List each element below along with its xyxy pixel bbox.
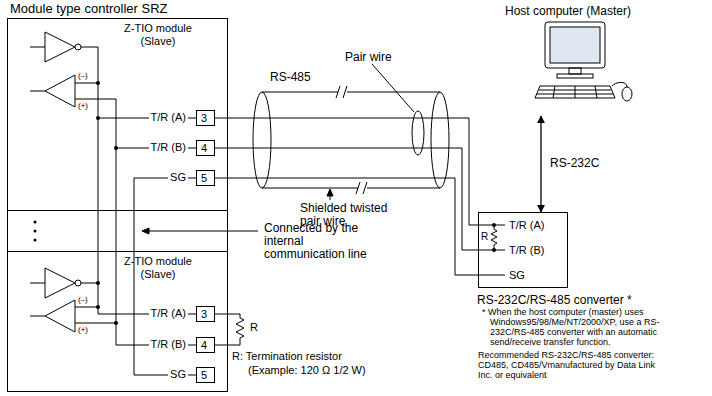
- signal-name: T/R (A): [149, 307, 188, 320]
- footnote: * When the host computer (master) uses W…: [482, 307, 687, 347]
- receiver-amplifier-part: [30, 307, 116, 323]
- driver-amplifier-part: [30, 47, 98, 48]
- signal-name: T/R (B): [149, 141, 188, 154]
- driver-amplifier-part: [75, 280, 81, 286]
- polarity-mark: (+): [78, 325, 88, 335]
- terminal-box: 4: [196, 140, 215, 156]
- terminal-number: 4: [197, 338, 211, 352]
- computer-icon: [535, 22, 632, 101]
- note-text: (Example: 120 Ω 1/2 W): [248, 364, 366, 377]
- leader-arrow-part: [327, 189, 333, 196]
- driver-amplifier-part: [45, 32, 75, 62]
- module-box: Z-TIO module (Slave) 3 4 5: [7, 251, 228, 392]
- junction-dot-part: [96, 81, 100, 85]
- computer-icon-part: [622, 87, 632, 101]
- signal-name: SG: [168, 368, 188, 381]
- terminal-name: SG: [509, 269, 525, 282]
- converter-box: T/R (A)T/R (B)SGRS-232C/RS-485 converter…: [478, 212, 568, 288]
- junction-dot-part: [114, 146, 118, 150]
- receiver-amplifier-part: [30, 83, 116, 99]
- driver-amplifier-part: [30, 283, 98, 284]
- terminal-box: 5: [196, 170, 215, 186]
- ellipsis-dots-part: [34, 230, 37, 233]
- terminal-box: 4: [196, 337, 215, 353]
- shielded-cable-part: [356, 182, 367, 194]
- converter-terminal-wire-part: [478, 225, 505, 275]
- signal-name: SG: [168, 171, 188, 184]
- junction-dot-part: [114, 321, 118, 325]
- receiver-amplifier: [30, 75, 116, 332]
- driver-amplifier-part: [75, 44, 81, 50]
- module-title: Z-TIO module (Slave): [113, 255, 203, 281]
- controller-frame: Module type controller SRZZ-TIO module (…: [7, 18, 228, 392]
- resistor-label: R: [481, 231, 488, 243]
- polarity-mark: (–): [78, 295, 88, 305]
- junction-dot-part: [96, 116, 100, 120]
- terminal-name: T/R (B): [509, 244, 544, 257]
- polarity-mark: (+): [78, 101, 88, 111]
- module-box: Z-TIO module (Slave) 3 4 5: [7, 18, 228, 211]
- callout-text: Pair wire: [345, 50, 392, 64]
- junction-dot: [96, 81, 496, 325]
- resistor-symbol-part: [212, 314, 244, 345]
- terminal-number: 3: [197, 111, 211, 125]
- edge-label: RS-232C: [550, 156, 599, 170]
- ellipsis-dots-part: [34, 221, 37, 224]
- leader-arrow-part: [372, 64, 414, 112]
- junction-dot-part: [96, 305, 100, 309]
- module-title: Z-TIO module (Slave): [113, 22, 203, 48]
- leader-arrow-part: [142, 228, 149, 234]
- shielded-cable-part: [336, 86, 347, 98]
- polarity-mark: (–): [78, 71, 88, 81]
- shielded-cable-part: [253, 92, 271, 188]
- ellipsis-dots-part: [34, 239, 37, 242]
- bus-wire: [98, 47, 196, 375]
- controller-title: Module type controller SRZ: [10, 1, 168, 17]
- leader-arrow: [142, 64, 414, 234]
- terminal-number: 3: [197, 307, 211, 321]
- computer-icon-part: [569, 68, 581, 74]
- converter-terminal-wire: [478, 225, 505, 275]
- shielded-cable-part: [262, 92, 440, 188]
- terminal-box: 3: [196, 306, 215, 322]
- shielded-cable-part: [431, 92, 449, 188]
- terminal-box: 5: [196, 367, 215, 383]
- computer-icon-part: [535, 86, 615, 98]
- junction-dot-part: [96, 281, 100, 285]
- connector-wire: [540, 116, 541, 212]
- receiver-amplifier-part: [45, 75, 75, 107]
- resistor-symbol: [212, 225, 497, 345]
- connector-wire: [215, 178, 478, 275]
- signal-name: T/R (A): [149, 111, 188, 124]
- signal-name: T/R (B): [149, 338, 188, 351]
- computer-icon-part: [545, 22, 605, 68]
- driver-amplifier-part: [45, 268, 75, 298]
- leader-arrow-part: [148, 231, 258, 232]
- computer-icon-part: [612, 82, 627, 87]
- converter-title: RS-232C/RS-485 converter *: [477, 293, 632, 307]
- ellipsis-dots: [34, 221, 37, 242]
- driver-amplifier: [30, 32, 98, 298]
- terminal-number: 5: [197, 171, 211, 185]
- terminal-number: 4: [197, 141, 211, 155]
- bus-wire-part: [98, 118, 196, 375]
- note-text: R: Termination resistor: [232, 350, 342, 363]
- callout-text: Shielded twisted pair wire: [300, 202, 410, 228]
- bus-wire-part: [98, 47, 134, 375]
- computer-icon-part: [537, 86, 613, 98]
- resistor-symbol-part: [491, 225, 497, 250]
- terminal-number: 5: [197, 368, 211, 382]
- resistor-label: R: [250, 321, 258, 334]
- terminal-name: T/R (A): [509, 219, 544, 232]
- computer-icon-part: [550, 27, 600, 63]
- terminal-box: 3: [196, 110, 215, 126]
- receiver-amplifier-part: [45, 300, 75, 332]
- footnote: Recommended RS-232C/RS-485 converter: CD…: [478, 350, 663, 380]
- cable-name: RS-485: [270, 70, 311, 84]
- host-computer: Host computer (Master): [505, 4, 645, 116]
- host-title: Host computer (Master): [505, 4, 631, 18]
- computer-icon-part: [557, 74, 593, 78]
